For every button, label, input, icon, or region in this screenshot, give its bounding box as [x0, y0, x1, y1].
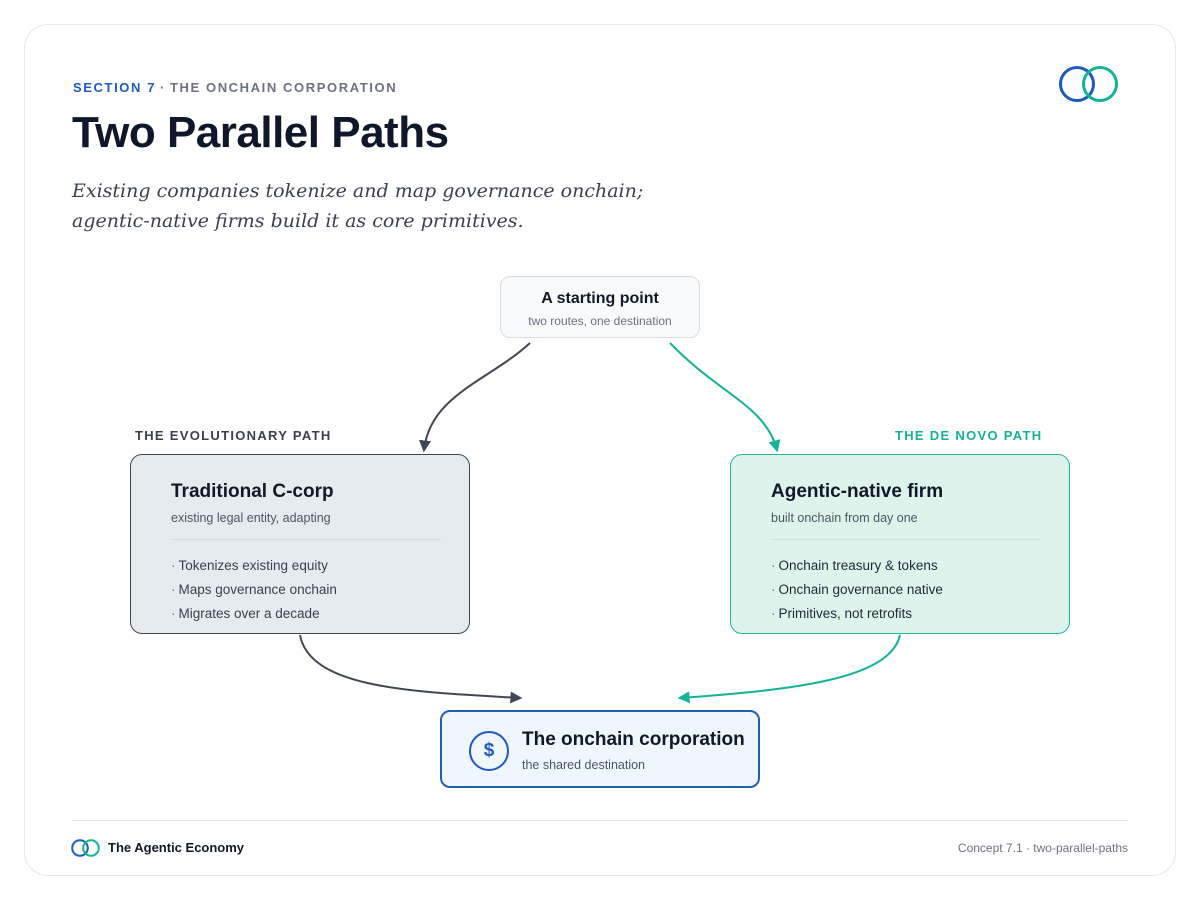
- footer-concept-reference: Concept 7.1 · two-parallel-paths: [957, 841, 1128, 855]
- de-novo-path-label: THE DE NOVO PATH: [895, 428, 1043, 443]
- section-name: THE ONCHAIN CORPORATION: [169, 80, 398, 95]
- list-item-text: Migrates over a decade: [178, 606, 320, 621]
- bullet-marker: ·: [771, 558, 776, 573]
- list-item: ·Tokenizes existing equity: [171, 554, 439, 578]
- page-title: Two Parallel Paths: [72, 108, 449, 157]
- list-item: ·Migrates over a decade: [171, 602, 439, 626]
- bullet-marker: ·: [171, 558, 176, 573]
- arrow-start-to-de-novo: [669, 342, 781, 453]
- starting-point-subtitle: two routes, one destination: [528, 314, 672, 328]
- subtitle-line-1: Existing companies tokenize and map gove…: [72, 180, 644, 202]
- starting-point-node: A starting point two routes, one destina…: [500, 276, 700, 338]
- box-divider: [171, 539, 441, 540]
- list-item-text: Tokenizes existing equity: [178, 558, 328, 573]
- arrow-start-to-evolutionary: [419, 342, 531, 453]
- agentic-native-firm-subtitle: built onchain from day one: [771, 511, 918, 525]
- section-number: SECTION 7: [73, 80, 157, 95]
- eyebrow-separator: ·: [160, 80, 166, 95]
- footer-rings-logo-icon: [71, 839, 100, 857]
- page-subtitle: Existing companies tokenize and map gove…: [72, 176, 692, 236]
- starting-point-title: A starting point: [541, 290, 659, 307]
- list-item-text: Onchain governance native: [778, 582, 943, 597]
- list-item-text: Primitives, not retrofits: [778, 606, 913, 621]
- de-novo-list: ·Onchain treasury & tokens ·Onchain gove…: [771, 554, 1039, 626]
- box-divider: [771, 539, 1041, 540]
- list-item: ·Primitives, not retrofits: [771, 602, 1039, 626]
- subtitle-line-2: agentic-native firms build it as core pr…: [72, 210, 524, 232]
- arrow-evolutionary-to-destination: [299, 634, 523, 704]
- bullet-marker: ·: [171, 582, 176, 597]
- section-eyebrow: SECTION 7·THE ONCHAIN CORPORATION: [73, 80, 397, 95]
- evolutionary-path-label: THE EVOLUTIONARY PATH: [135, 428, 332, 443]
- onchain-corporation-subtitle: the shared destination: [522, 758, 646, 772]
- agentic-native-firm-title: Agentic-native firm: [771, 481, 944, 502]
- bullet-marker: ·: [771, 606, 776, 621]
- traditional-c-corp-subtitle: existing legal entity, adapting: [171, 511, 331, 525]
- traditional-c-corp-title: Traditional C-corp: [171, 481, 334, 502]
- agentic-native-firm-box: Agentic-native firm built onchain from d…: [730, 454, 1070, 634]
- list-item: ·Onchain governance native: [771, 578, 1039, 602]
- footer-divider: [72, 820, 1128, 821]
- dollar-coin-icon: $: [469, 731, 509, 771]
- evolutionary-list: ·Tokenizes existing equity ·Maps governa…: [171, 554, 439, 626]
- interlocking-rings-logo-icon: [1059, 66, 1118, 102]
- arrow-de-novo-to-destination: [677, 634, 901, 704]
- bullet-marker: ·: [171, 606, 176, 621]
- list-item-text: Maps governance onchain: [178, 582, 337, 597]
- list-item-text: Onchain treasury & tokens: [778, 558, 938, 573]
- bullet-marker: ·: [771, 582, 776, 597]
- onchain-corporation-title: The onchain corporation: [522, 729, 745, 750]
- list-item: ·Maps governance onchain: [171, 578, 439, 602]
- list-item: ·Onchain treasury & tokens: [771, 554, 1039, 578]
- footer-brand-name: The Agentic Economy: [108, 840, 245, 855]
- onchain-corporation-node: $ The onchain corporation the shared des…: [440, 710, 760, 788]
- traditional-c-corp-box: Traditional C-corp existing legal entity…: [130, 454, 470, 634]
